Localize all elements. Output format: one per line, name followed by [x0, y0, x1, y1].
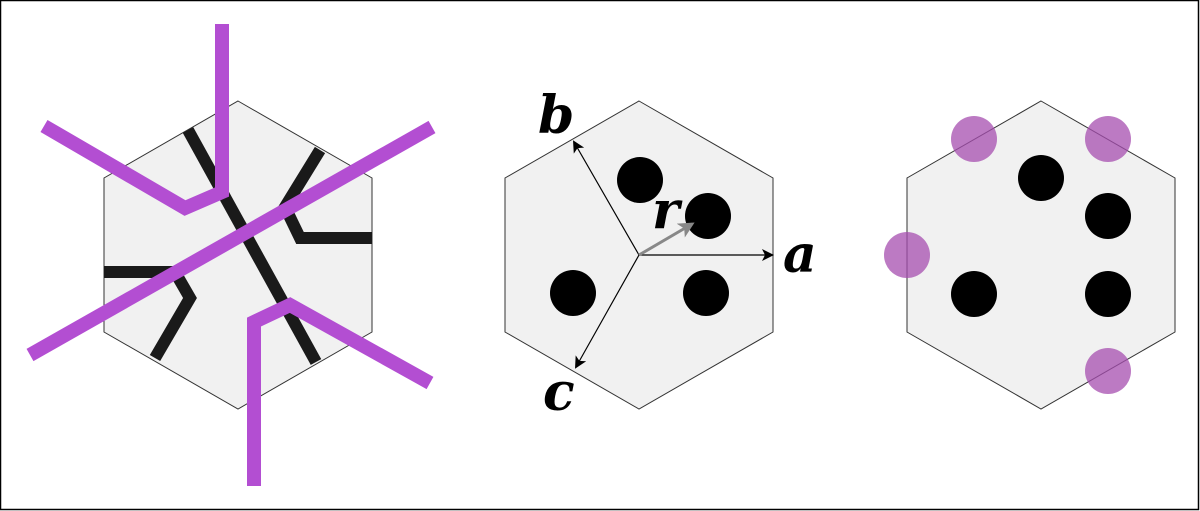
site-dot — [683, 270, 729, 316]
purple-site-dot — [1085, 348, 1131, 394]
lattice-vectors — [573, 140, 774, 369]
sites-panel-2 — [550, 157, 731, 316]
purple-band-long — [26, 120, 436, 362]
purple-site-dot — [951, 116, 997, 162]
site-dot — [550, 270, 596, 316]
purple-site-dot — [884, 232, 930, 278]
label-r: r — [652, 180, 683, 241]
site-dot — [951, 271, 997, 317]
vector-b-arrow — [573, 140, 640, 256]
site-dot — [617, 157, 663, 203]
hexagon-cell-3 — [906, 100, 1176, 410]
label-c: c — [543, 362, 575, 423]
panel-lattice-vectors: a b c r — [504, 85, 817, 423]
black-bond-diagonal — [182, 127, 322, 365]
black-bonds — [104, 127, 372, 365]
vector-r-arrow — [638, 222, 695, 257]
label-b: b — [538, 85, 574, 146]
black-bond-right — [278, 146, 372, 244]
label-a: a — [783, 224, 817, 285]
black-bond-left — [104, 266, 197, 362]
sites-panel-3 — [951, 155, 1131, 317]
panel-lattice-tiling — [26, 24, 436, 486]
site-dot — [1018, 155, 1064, 201]
vector-c-arrow — [575, 254, 640, 369]
purple-bands — [26, 24, 436, 486]
purple-band-bottom — [247, 297, 434, 486]
purple-sites-panel-3 — [884, 116, 1131, 394]
site-dot — [685, 193, 731, 239]
site-dot — [1085, 271, 1131, 317]
purple-site-dot — [1085, 116, 1131, 162]
purple-band-top — [40, 24, 229, 216]
site-dot — [1085, 193, 1131, 239]
panel-site-positions — [884, 100, 1176, 410]
